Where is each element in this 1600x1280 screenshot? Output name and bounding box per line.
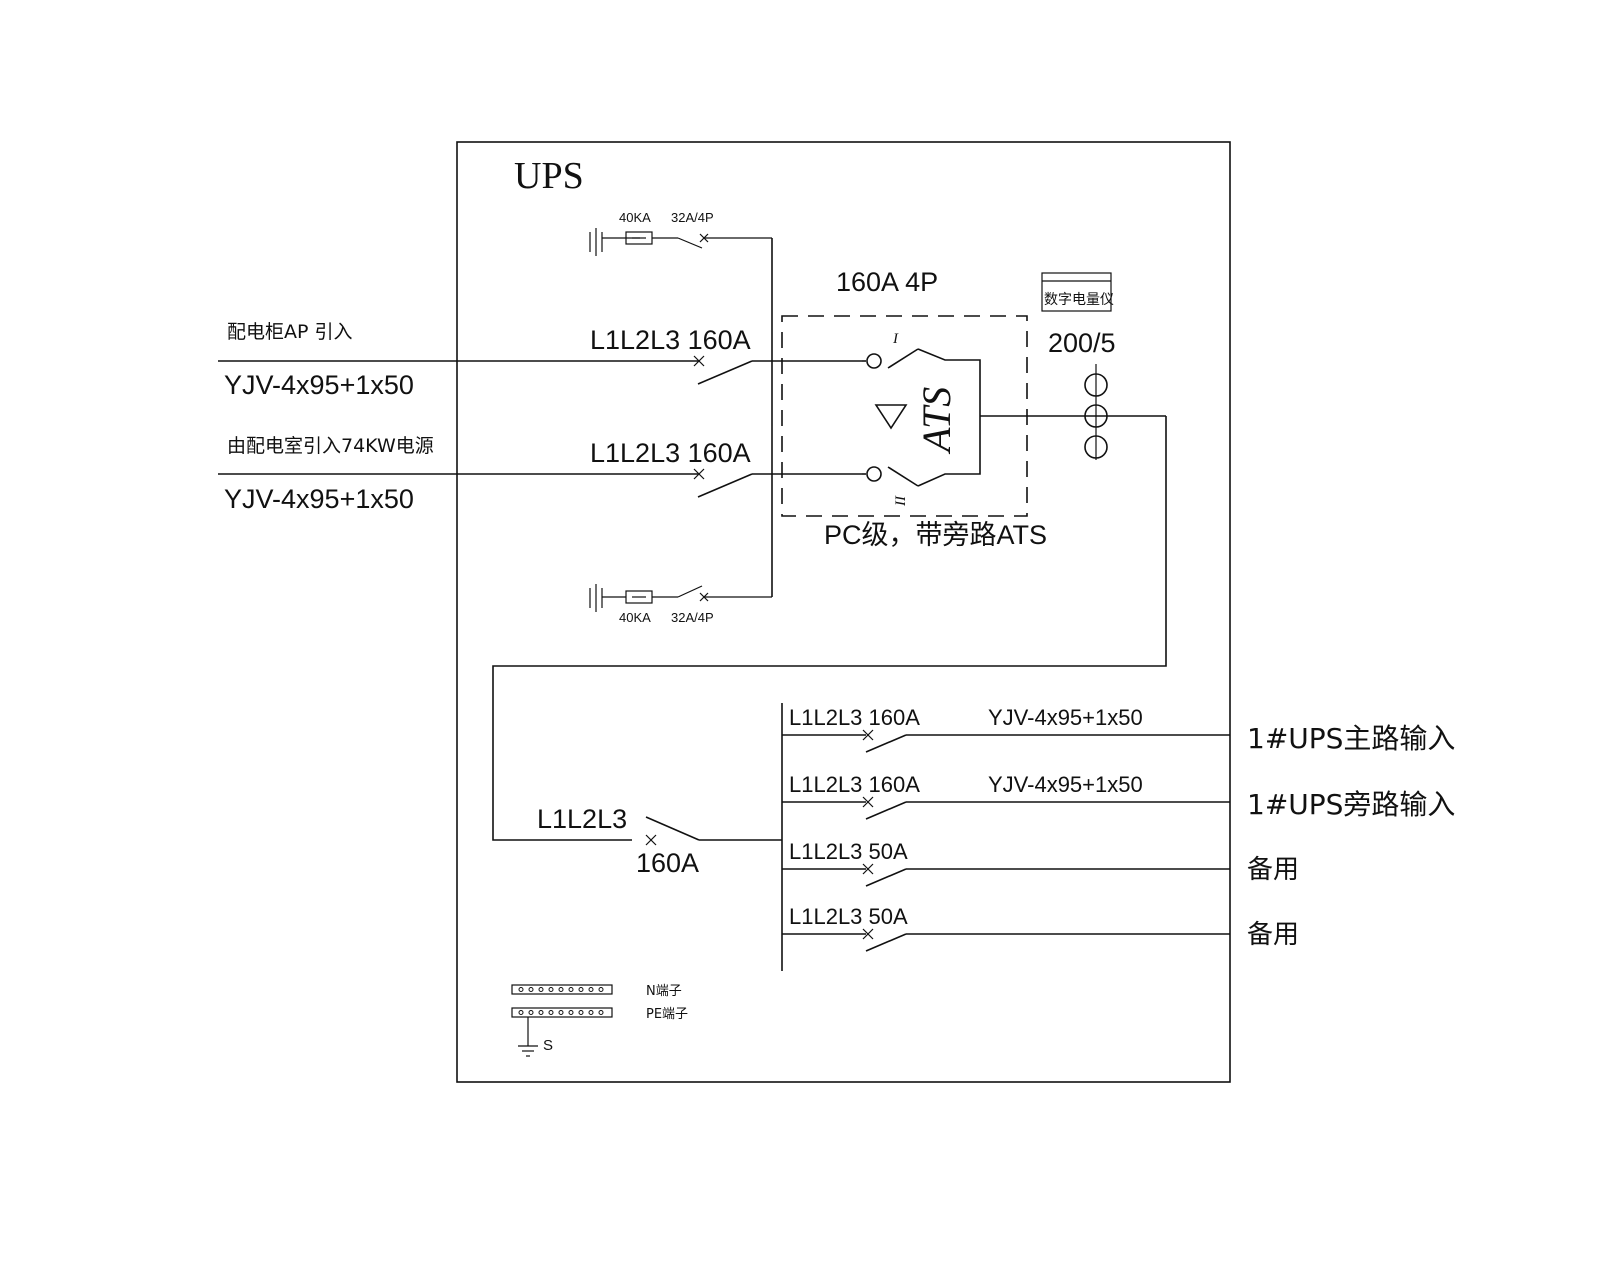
outgoing-destination-2: 1#UPS旁路输入 [1247,788,1455,821]
main-breaker-phase: L1L2L3 [537,804,627,834]
outgoing-circuit-3: L1L2L3 50A 备用 [782,839,1299,887]
outgoing-circuit-1: L1L2L3 160A YJV-4x95+1x50 1#UPS主路输入 [782,705,1455,755]
outgoing-circuit-4: L1L2L3 50A 备用 [782,904,1299,952]
outgoing-breaker-3: L1L2L3 50A [789,839,908,864]
outgoing-breaker-2: L1L2L3 160A [789,772,920,797]
panel-border [456,141,1231,1083]
incoming-breaker-1: L1L2L3 160A [590,325,751,355]
incoming-feeder-1: 配电柜AP 引入 YJV-4x95+1x50 L1L2L3 160A [218,321,862,400]
spd-rating-bottom: 40KA [619,610,651,625]
meter-label: 数字电量仪 [1044,292,1114,308]
ground-icon: S [518,1017,553,1057]
surge-protector-bottom: 40KA 32A/4P [589,584,772,625]
pe-terminal-strip: PE端子 [511,1007,688,1022]
outgoing-cable-2: YJV-4x95+1x50 [988,772,1143,797]
digital-meter: 数字电量仪 [1041,272,1114,312]
ats-rating: 160A 4P [836,267,938,297]
n-terminal-label: N端子 [646,984,682,999]
main-breaker: L1L2L3 160A [537,804,782,878]
incoming-breaker-2: L1L2L3 160A [590,438,751,468]
spd-rating-top: 40KA [619,210,651,225]
outgoing-destination-1: 1#UPS主路输入 [1247,722,1455,755]
pe-terminal-label: PE端子 [646,1007,688,1022]
ats-switch: 160A 4P I II ATS PC级，带旁路ATS [781,267,1047,550]
outgoing-breaker-4: L1L2L3 50A [789,904,908,929]
current-transformers [1084,364,1108,460]
spd-breaker-top: 32A/4P [671,210,714,225]
ats-pos-2: II [893,495,909,507]
ats-note: PC级，带旁路ATS [824,520,1047,550]
outgoing-destination-3: 备用 [1247,855,1299,885]
incoming-feeder-2: 由配电室引入74KW电源 YJV-4x95+1x50 L1L2L3 160A [218,435,862,514]
incoming-source-1: 配电柜AP 引入 [227,321,353,343]
outgoing-circuit-2: L1L2L3 160A YJV-4x95+1x50 1#UPS旁路输入 [782,772,1455,821]
surge-protector-top: 40KA 32A/4P [589,210,772,256]
n-terminal-strip: N端子 [511,984,682,999]
ct-ratio: 200/5 [1048,328,1116,358]
ats-pos-1: I [892,331,899,347]
ground-label: S [543,1037,553,1054]
incoming-source-2: 由配电室引入74KW电源 [227,435,434,457]
incoming-cable-1: YJV-4x95+1x50 [224,370,414,400]
main-breaker-rating: 160A [636,848,699,878]
riser-conductor [492,416,1167,841]
panel-title: UPS [514,155,584,197]
incoming-cable-2: YJV-4x95+1x50 [224,484,414,514]
outgoing-destination-4: 备用 [1247,920,1299,950]
outgoing-cable-1: YJV-4x95+1x50 [988,705,1143,730]
outgoing-breaker-1: L1L2L3 160A [789,705,920,730]
spd-breaker-bottom: 32A/4P [671,610,714,625]
ats-triangle-icon [874,404,908,430]
ats-label: ATS [914,387,959,455]
